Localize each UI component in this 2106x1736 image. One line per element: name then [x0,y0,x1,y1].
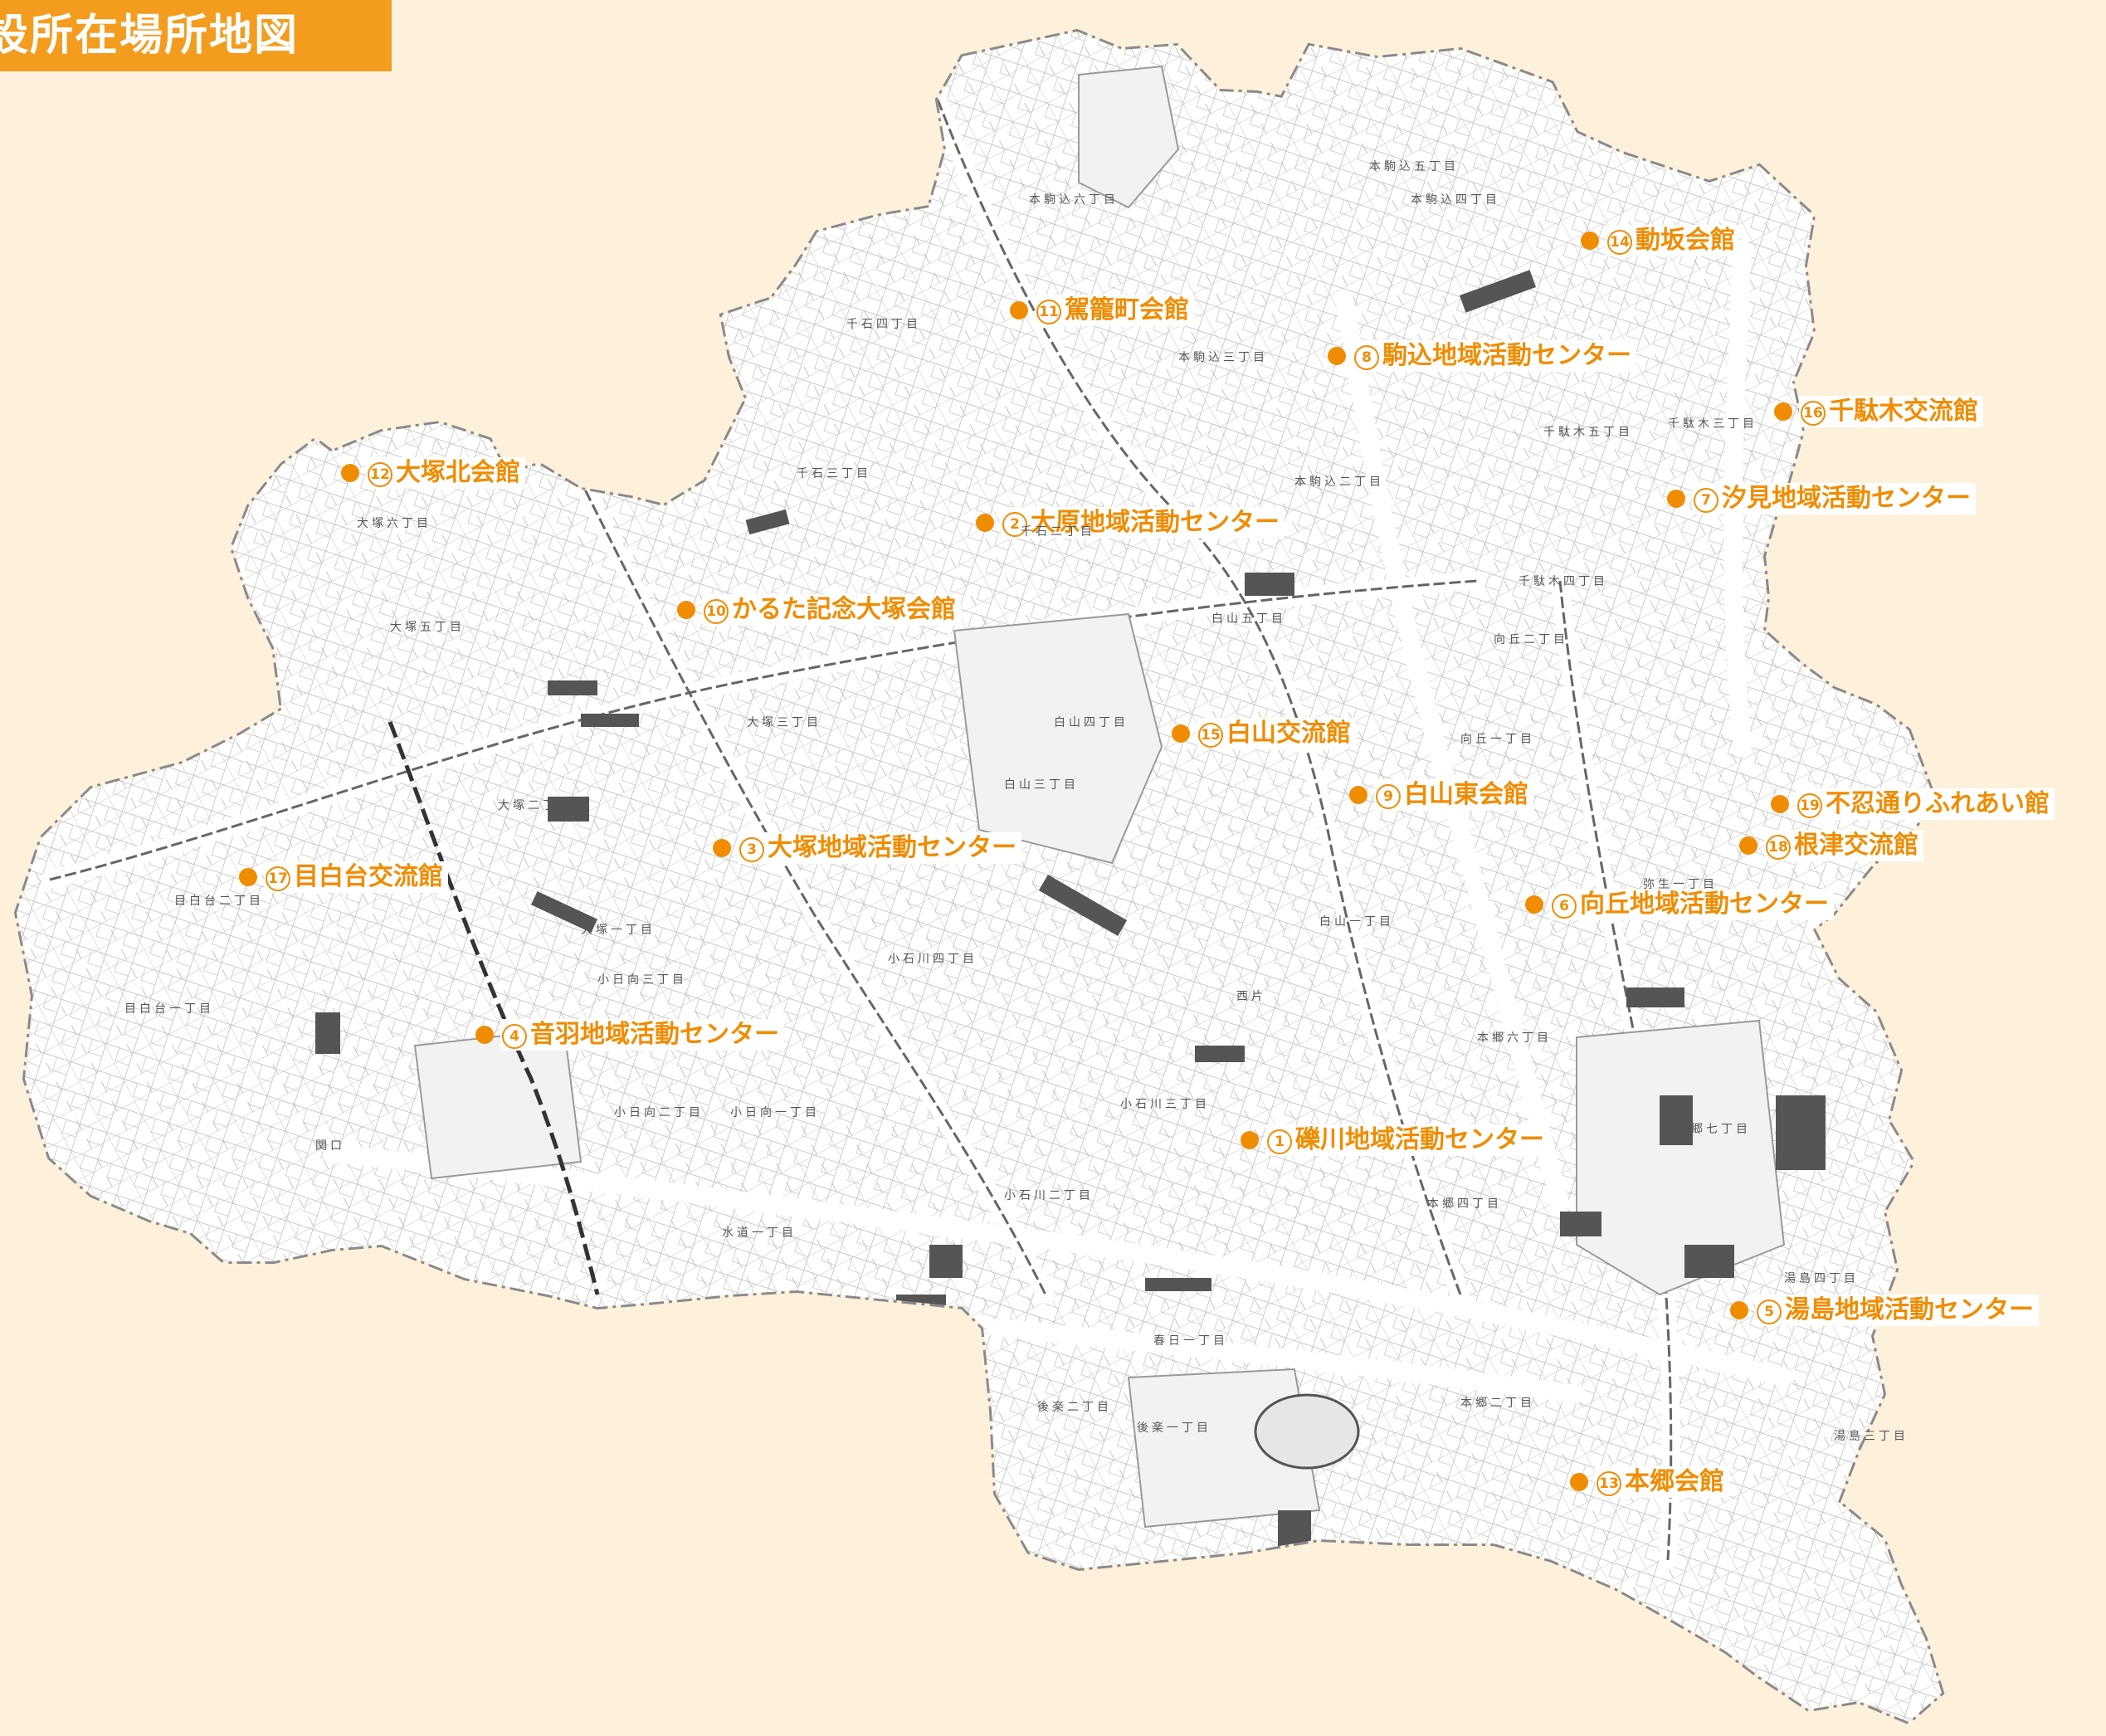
location-dot [1739,836,1757,855]
location-dot [1771,795,1789,813]
location-dot [475,1026,494,1044]
location-dot [1525,895,1543,914]
location-dot [1570,1473,1588,1491]
page-title-text: 設所在場所地図 [0,11,300,61]
location-dot [1581,232,1599,250]
location-dot [1241,1131,1259,1149]
location-dot [1667,490,1685,508]
location-dot [1010,301,1028,319]
location-dot [1328,347,1346,365]
location-dot [713,839,731,857]
location-dot [1730,1301,1748,1319]
location-dot [341,464,359,482]
location-dot [1349,786,1367,804]
location-dot [1774,402,1792,421]
page-title: 設所在場所地図 [0,0,392,71]
location-dot [976,514,994,532]
location-dot [239,868,257,886]
location-dot [677,601,695,619]
location-dot [1172,724,1190,743]
